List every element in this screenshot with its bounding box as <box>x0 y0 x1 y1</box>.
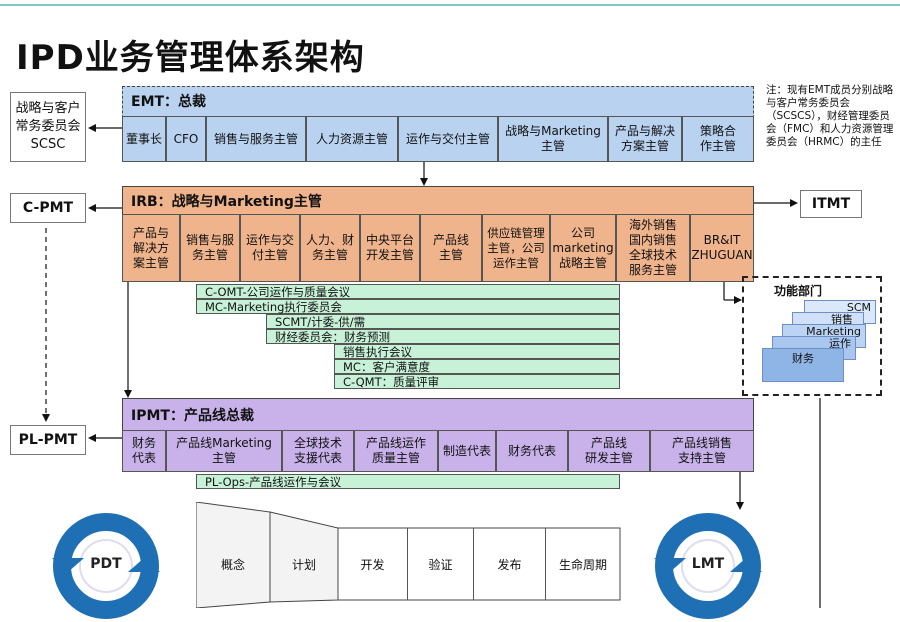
lmt-label: LMT <box>691 556 725 572</box>
ipmt-cells: 财务 代表 产品线Marketing 主管 全球技术 支援代表 产品线运作 质量… <box>122 430 754 472</box>
stage-lifecycle: 生命周期 <box>558 557 607 572</box>
process-funnel: 概念 计划 开发 验证 发布 生命周期 <box>196 502 622 608</box>
irb-cell: 运作与交 付主管 <box>240 214 300 282</box>
emt-cell: 销售与服务主管 <box>206 116 306 162</box>
scsc-box: 战略与客户常务委员会SCSC <box>10 92 86 162</box>
irb-cell: BR&IT ZHUGUAN <box>690 214 754 282</box>
emt-cell: 运作与交付主管 <box>398 116 498 162</box>
irb-cell: 人力、财 务主管 <box>300 214 360 282</box>
note-text: 注：现有EMT成员分别战略与客户常务委员会（SCSCS），财经管理委员会（FMC… <box>766 84 894 148</box>
emt-cells: 董事长 CFO 销售与服务主管 人力资源主管 运作与交付主管 战略与Market… <box>122 116 754 162</box>
irb-cell: 公司 marketing 战略主管 <box>550 214 616 282</box>
meeting-strip: C-OMT-公司运作与质量会议 <box>196 284 620 299</box>
pdt-label: PDT <box>90 556 122 572</box>
pdt-cycle: PDT <box>50 510 162 619</box>
stage-verify: 验证 <box>408 528 474 600</box>
funnel-shape <box>196 502 621 608</box>
ipmt-cell: 财务代表 <box>496 430 568 472</box>
emt-cell: 产品与解决 方案主管 <box>608 116 682 162</box>
page-title: IPD业务管理体系架构 <box>16 38 365 78</box>
lmt-cycle: LMT <box>652 510 764 619</box>
top-rule <box>0 4 900 6</box>
meeting-strip: MC-Marketing执行委员会 <box>196 299 620 314</box>
function-item: 财务 <box>762 348 844 382</box>
meeting-strip: C-QMT：质量评审 <box>334 374 620 389</box>
stage-concept: 概念 <box>220 557 245 572</box>
ipmt-cell: 产品线 研发主管 <box>568 430 650 472</box>
stage-plan: 计划 <box>291 557 316 572</box>
pl-ops-strip: PL-Ops-产品线运作与会议 <box>196 474 620 489</box>
emt-header: EMT：总裁 <box>131 94 207 110</box>
ipmt-cell: 产品线销售 支持主管 <box>650 430 754 472</box>
functions-title: 功能部门 <box>774 284 823 298</box>
ipmt-cell: 制造代表 <box>438 430 496 472</box>
meeting-strip: MC：客户满意度 <box>334 359 620 374</box>
meeting-strip: 财经委员会：财务预测 <box>266 329 620 344</box>
emt-cell: 策略合 作主管 <box>682 116 754 162</box>
emt-cell: 战略与Marketing 主管 <box>498 116 608 162</box>
irb-cell: 海外销售 国内销售 全球技术 服务主管 <box>616 214 690 282</box>
ipmt-cell: 财务 代表 <box>122 430 166 472</box>
itmt-box: ITMT <box>800 190 862 218</box>
irb-cells: 产品与 解决方 案主管 销售与服 务主管 运作与交 付主管 人力、财 务主管 中… <box>122 214 754 282</box>
ipmt-cell: 产品线Marketing 主管 <box>166 430 282 472</box>
irb-cell: 销售与服 务主管 <box>180 214 240 282</box>
ipmt-header: IPMT：产品线总裁 <box>131 408 254 424</box>
irb-header: IRB：战略与Marketing主管 <box>131 194 322 210</box>
emt-cell: 董事长 <box>122 116 166 162</box>
irb-cell: 供应链管理 主管，公司 运作主管 <box>482 214 550 282</box>
ipmt-cell: 产品线运作 质量主管 <box>354 430 438 472</box>
emt-cell: 人力资源主管 <box>306 116 398 162</box>
irb-cell: 产品线 主管 <box>420 214 482 282</box>
ipmt-cell: 全球技术 支援代表 <box>282 430 354 472</box>
plpmt-box: PL-PMT <box>10 425 86 455</box>
emt-cell: CFO <box>166 116 206 162</box>
meeting-strip: 销售执行会议 <box>334 344 620 359</box>
meeting-strip: SCMT/计委-供/需 <box>266 314 620 329</box>
stage-release: 发布 <box>474 528 546 600</box>
cpmt-box: C-PMT <box>10 193 86 223</box>
irb-cell: 产品与 解决方 案主管 <box>122 214 180 282</box>
functions-panel: 功能部门 SCM 销售 Marketing 运作 财务 <box>742 276 882 396</box>
stage-develop: 开发 <box>338 528 408 600</box>
irb-cell: 中央平台 开发主管 <box>360 214 420 282</box>
